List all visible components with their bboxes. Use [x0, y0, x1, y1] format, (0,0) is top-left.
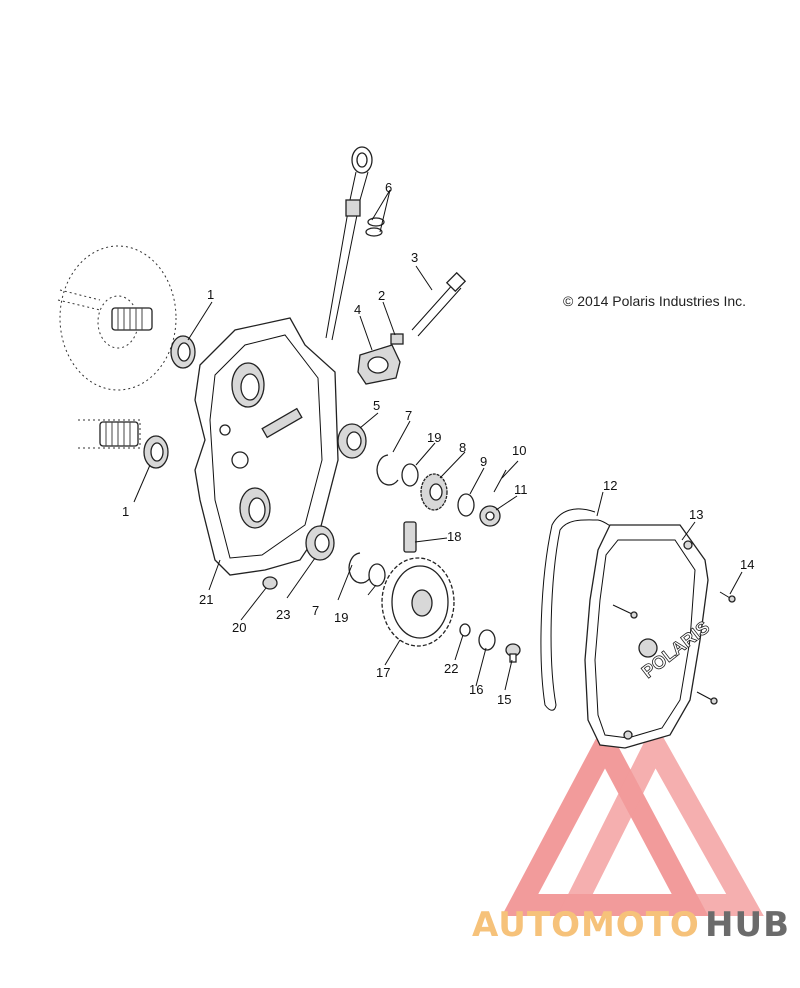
callout-15: 15: [497, 692, 511, 707]
callout-1-lower: 1: [122, 504, 129, 519]
callout-7-lower: 7: [312, 603, 319, 618]
bracket-4: [357, 344, 401, 385]
washer-19-upper: [401, 463, 419, 487]
plug-15: [505, 643, 521, 663]
gear-17: [381, 557, 455, 647]
nut-2: [390, 333, 404, 345]
gearcase-housing: [194, 317, 339, 576]
callout-16: 16: [469, 682, 483, 697]
seal-lower: [143, 435, 169, 469]
callout-9: 9: [480, 454, 487, 469]
bearing-23: [305, 525, 335, 561]
callout-13: 13: [689, 507, 703, 522]
screw-14-b: [719, 591, 736, 603]
callout-2: 2: [378, 288, 385, 303]
watermark-logo: [501, 721, 764, 916]
screw-14-a: [612, 604, 638, 619]
snap-ring-upper: [376, 454, 399, 486]
bolt-3: [411, 271, 467, 337]
snap-ring-lower: [348, 552, 371, 584]
callout-11: 11: [514, 482, 528, 497]
callout-7-upper: 7: [405, 408, 412, 423]
bearing-5: [337, 423, 367, 459]
callout-19-upper: 19: [427, 430, 441, 445]
chain-18: [403, 521, 417, 553]
washer-19-lower: [368, 563, 386, 587]
callout-21: 21: [199, 592, 213, 607]
callout-6: 6: [385, 180, 392, 195]
callout-12: 12: [603, 478, 617, 493]
screw-14-c: [696, 691, 718, 705]
callout-3: 3: [411, 250, 418, 265]
watermark-text-hub: HUB: [705, 905, 790, 945]
callout-19-lower: 19: [334, 610, 348, 625]
copyright-text: © 2014 Polaris Industries Inc.: [563, 293, 746, 309]
callout-20: 20: [232, 620, 246, 635]
callout-8: 8: [459, 440, 466, 455]
washer-22: [459, 623, 471, 637]
plug-20: [262, 576, 278, 590]
dipstick: [325, 146, 385, 341]
pin-10: [493, 469, 507, 493]
gasket-12: [540, 508, 619, 711]
callout-23: 23: [276, 607, 290, 622]
callout-22: 22: [444, 661, 458, 676]
watermark-text-auto: AUTOMOTO: [472, 905, 700, 945]
callout-5: 5: [373, 398, 380, 413]
seal-upper: [170, 335, 196, 369]
washer-16: [478, 629, 496, 651]
leader-lines: [133, 189, 743, 691]
input-shaft-upper: [111, 307, 153, 331]
callout-4: 4: [354, 302, 361, 317]
input-shaft-lower: [78, 419, 141, 449]
cover-13: POLARIS: [584, 524, 714, 749]
callout-1-upper: 1: [207, 287, 214, 302]
washer-9: [457, 493, 475, 517]
callout-14: 14: [740, 557, 754, 572]
sprocket-8: [420, 473, 448, 511]
callout-18: 18: [447, 529, 461, 544]
callout-17: 17: [376, 665, 390, 680]
callout-10: 10: [512, 443, 526, 458]
nut-11: [479, 505, 501, 527]
